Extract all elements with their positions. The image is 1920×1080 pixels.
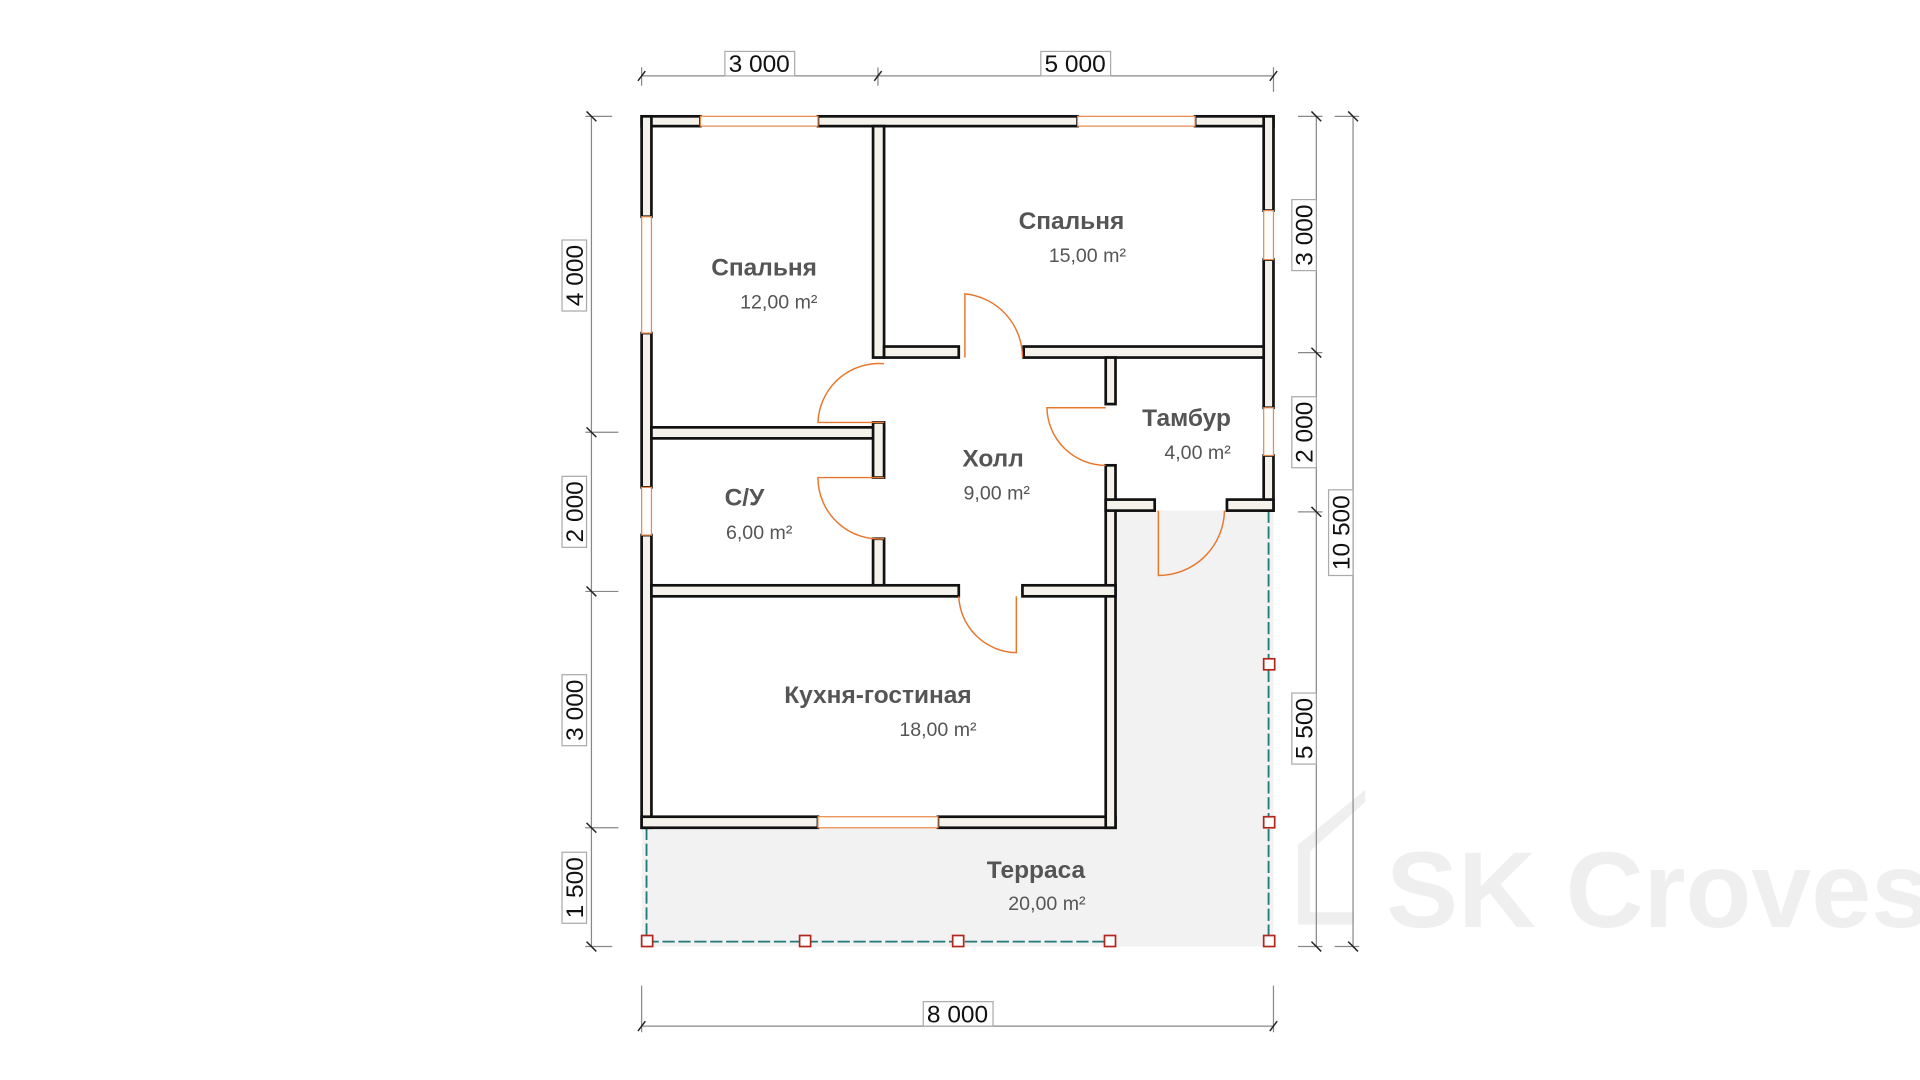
dimension-lines: 3 000 5 000 4 000 2 000 3 000 1 500 3 00… — [561, 50, 1360, 1033]
dimension-label: 5 000 — [1044, 51, 1105, 78]
door-bathroom — [817, 476, 885, 540]
door-bedroom-right — [964, 293, 1024, 358]
dimension-label: 3 000 — [562, 680, 589, 741]
window — [1263, 407, 1275, 457]
terrace-post — [1262, 657, 1276, 671]
room-area: 18,00 m² — [899, 719, 977, 741]
watermark-text: SK Croves — [1386, 829, 1920, 950]
window — [1263, 210, 1275, 261]
room-name: Терраса — [987, 857, 1086, 884]
dimension-label: 10 500 — [1328, 495, 1355, 570]
terrace-post — [951, 934, 965, 948]
doors — [817, 293, 1226, 654]
room-area: 15,00 m² — [1049, 245, 1127, 267]
dimension-label: 1 500 — [562, 857, 589, 918]
window — [699, 115, 819, 127]
door-vestibule — [1046, 407, 1106, 467]
dimension-label: 4 000 — [562, 245, 589, 306]
room-name: Спальня — [1019, 208, 1125, 235]
room-name: Кухня-гостиная — [784, 682, 971, 709]
terrace-post — [1262, 815, 1276, 829]
room-area: 12,00 m² — [740, 292, 818, 314]
dimension-label: 2 000 — [562, 481, 589, 542]
door-kitchen — [958, 596, 1018, 654]
logo-house-icon — [1297, 789, 1366, 925]
door-entrance — [1157, 510, 1226, 577]
windows — [641, 115, 1275, 829]
room-area: 4,00 m² — [1164, 442, 1231, 464]
dimension-label: 5 500 — [1292, 698, 1319, 759]
window — [1076, 115, 1196, 127]
room-area: 6,00 m² — [726, 522, 793, 544]
dimension-label: 8 000 — [927, 1001, 988, 1028]
window — [817, 816, 939, 829]
watermark: SK Croves — [1297, 789, 1920, 950]
window — [641, 216, 653, 334]
room-name: Спальня — [711, 255, 817, 282]
terrace-post — [1262, 934, 1276, 948]
terrace-post — [798, 934, 812, 948]
room-area: 9,00 m² — [964, 483, 1031, 505]
dimension-label: 3 000 — [1292, 204, 1319, 265]
room-area: 20,00 m² — [1008, 893, 1086, 915]
room-name: С/У — [725, 485, 765, 512]
room-labels: Спальня 12,00 m² Спальня 15,00 m² С/У 6,… — [711, 208, 1231, 915]
terrace-post — [1103, 934, 1117, 948]
room-name: Тамбур — [1142, 405, 1231, 432]
room-name: Холл — [962, 446, 1023, 473]
door-bedroom-left — [817, 362, 885, 424]
dimension-label: 3 000 — [729, 51, 790, 78]
terrace-post — [640, 934, 654, 948]
dimension-label: 2 000 — [1292, 402, 1319, 463]
window — [641, 486, 653, 536]
